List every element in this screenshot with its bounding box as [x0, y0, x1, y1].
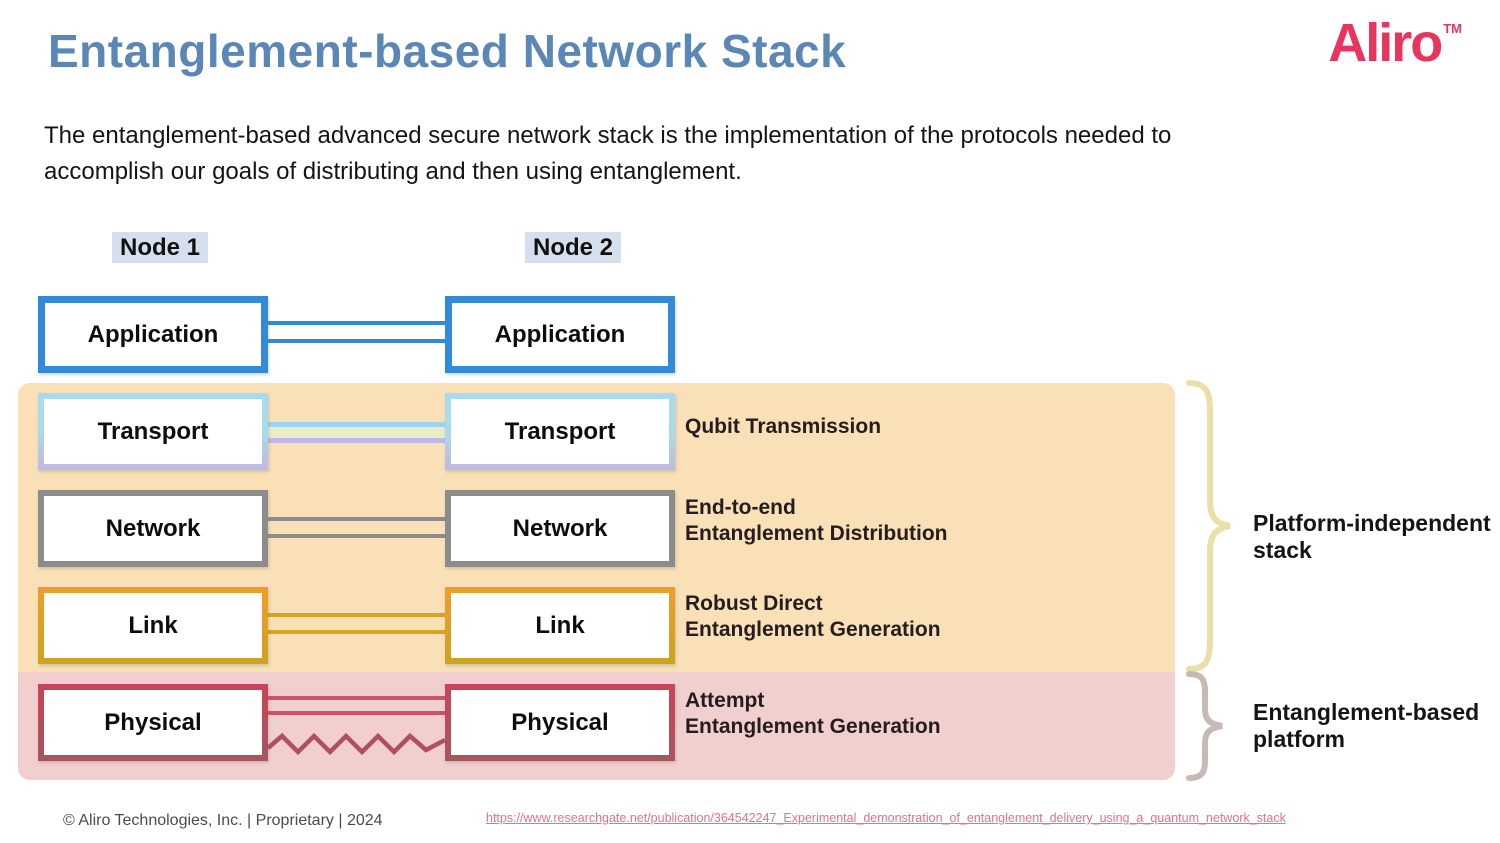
entanglement-platform-label: Entanglement-based platform [1253, 699, 1480, 752]
transport-connection-line [268, 422, 445, 427]
network-description-line2: Entanglement Distribution [685, 522, 948, 545]
platform-independent-brace [1186, 380, 1231, 672]
transport-box-node2: Transport [445, 393, 675, 470]
node-2-label: Node 2 [525, 232, 622, 263]
link-description-line1: Robust Direct [685, 592, 823, 615]
application-connection-line [268, 321, 445, 325]
source-link[interactable]: https://www.researchgate.net/publication… [486, 811, 1286, 825]
network-connection-line [268, 517, 445, 521]
trademark-icon: TM [1443, 21, 1462, 36]
footer-copyright: © Aliro Technologies, Inc. | Proprietary… [63, 812, 383, 829]
physical-box-node1: Physical [38, 684, 268, 761]
physical-zigzag-line [268, 732, 445, 756]
logo-text: Aliro [1328, 13, 1443, 73]
entanglement-platform-brace [1186, 671, 1223, 781]
transport-connection-line [268, 438, 445, 443]
link-description: Robust Direct Entanglement Generation [685, 591, 941, 643]
physical-description-line2: Entanglement Generation [685, 715, 941, 738]
network-box-node2: Network [445, 490, 675, 567]
application-connection-line [268, 339, 445, 343]
link-box-node2: Link [445, 587, 675, 664]
network-description: End-to-end Entanglement Distribution [685, 495, 948, 547]
intro-text: The entanglement-based advanced secure n… [44, 122, 1172, 185]
transport-connection-fill [268, 427, 445, 438]
application-box-node1: Application [38, 296, 268, 373]
physical-description-line1: Attempt [685, 689, 765, 712]
transport-description: Qubit Transmission [685, 415, 882, 438]
physical-description: Attempt Entanglement Generation [685, 688, 941, 740]
physical-box-node2: Physical [445, 684, 675, 761]
node-1-label: Node 1 [112, 232, 209, 263]
transport-box-node1: Transport [38, 393, 268, 470]
link-box-node1: Link [38, 587, 268, 664]
link-connection-line [268, 630, 445, 634]
platform-independent-label: Platform-independent stack [1253, 510, 1491, 563]
network-box-node1: Network [38, 490, 268, 567]
physical-connection-line [268, 696, 445, 700]
physical-connection-line [268, 711, 445, 715]
link-description-line2: Entanglement Generation [685, 618, 941, 641]
application-box-node2: Application [445, 296, 675, 373]
network-connection-line [268, 534, 445, 538]
network-description-line1: End-to-end [685, 496, 796, 519]
link-connection-line [268, 613, 445, 617]
page-title: Entanglement-based Network Stack [48, 25, 847, 77]
